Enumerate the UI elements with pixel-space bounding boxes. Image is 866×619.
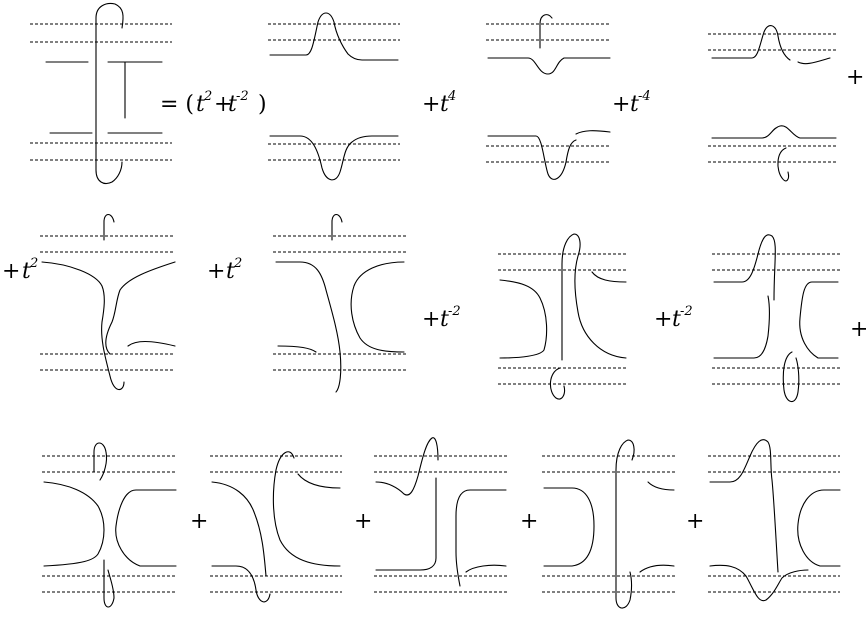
coef-exp: -2	[448, 304, 461, 319]
coef-t: t	[440, 92, 449, 117]
diagram-r1-c	[708, 25, 838, 182]
plus: +	[190, 509, 208, 534]
coef-close: )	[258, 92, 267, 117]
diagram-r3-d	[542, 439, 676, 609]
diagram-r1-a	[268, 12, 400, 181]
plus: +	[422, 92, 440, 117]
coef-t: t	[672, 307, 681, 332]
diagram-r3-a	[42, 442, 177, 608]
coef-t: t	[196, 92, 205, 117]
coef-t: t	[228, 92, 237, 117]
plus: +	[422, 307, 440, 332]
coef-exp: -2	[236, 89, 249, 104]
diagram-r2-a	[40, 213, 176, 391]
plus: +	[612, 92, 630, 117]
coef-plus: +	[214, 92, 232, 117]
plus: +	[354, 509, 372, 534]
plus: +	[2, 259, 20, 284]
coef-exp: 2	[29, 256, 38, 271]
plus: +	[654, 307, 672, 332]
diagram-r2-d	[712, 234, 840, 403]
diagram-r3-b	[210, 451, 342, 603]
diagram-r1-b	[486, 14, 611, 180]
diagram-r3-c	[374, 437, 508, 593]
diagram-r2-c	[498, 233, 628, 400]
plus: +	[520, 509, 538, 534]
plus: +	[850, 317, 866, 342]
plus: +	[846, 65, 864, 90]
coef-exp: 4	[447, 89, 456, 104]
plus: +	[686, 509, 704, 534]
diagram-lhs	[30, 2, 172, 185]
coef-t: t	[440, 307, 449, 332]
coef-exp: 2	[233, 256, 242, 271]
coef-exp: -2	[680, 304, 693, 319]
plus: +	[207, 259, 225, 284]
diagram-r2-b	[273, 213, 406, 393]
coef-t: t	[630, 92, 639, 117]
coef-exp: -4	[638, 89, 651, 104]
coef-t: t	[22, 259, 31, 284]
equals-open: = (	[160, 92, 194, 117]
diagram-r3-e	[708, 439, 841, 602]
coef-t: t	[226, 259, 235, 284]
coef-exp: 2	[203, 89, 212, 104]
